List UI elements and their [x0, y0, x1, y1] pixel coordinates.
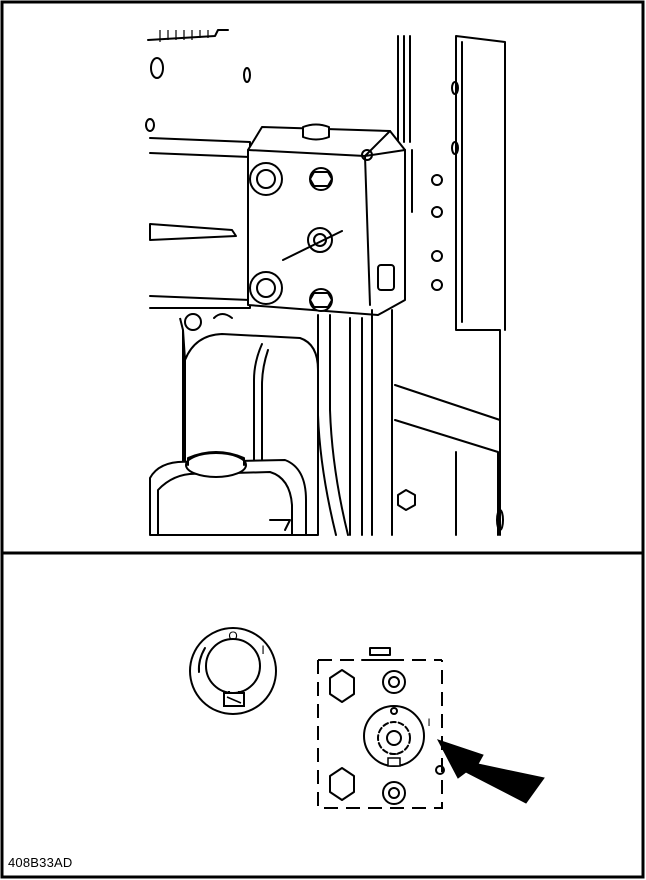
box-on-symbol: I: [427, 717, 430, 729]
switch-decal: [189, 627, 277, 715]
switch-box-front: [317, 647, 445, 809]
battery-icon: [223, 691, 245, 707]
arrow-icon: [436, 739, 545, 804]
decal-on-symbol: I: [261, 643, 264, 657]
machine-illustration: [145, 29, 506, 536]
decal-off-symbol: O: [228, 629, 237, 643]
figure-code: 408B33AD: [8, 855, 73, 870]
